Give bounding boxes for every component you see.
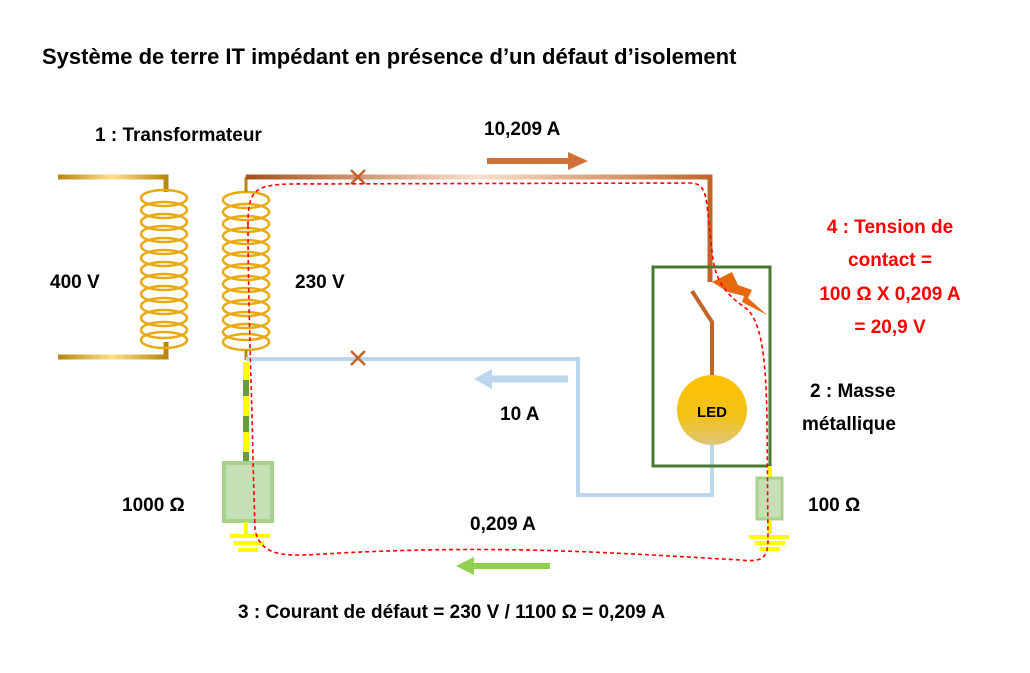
mass-label-line2: métallique	[802, 414, 896, 435]
metal-enclosure	[651, 265, 772, 468]
fault-current-label: 0,209 A	[470, 514, 536, 535]
secondary-voltage-label: 230 V	[295, 272, 345, 293]
fault-current-path	[247, 182, 769, 562]
neutral-wire	[246, 357, 714, 497]
led-lamp	[677, 375, 747, 445]
mass-resistor	[755, 476, 784, 521]
led-label: LED	[697, 404, 727, 421]
lightning-fault-icon	[712, 272, 767, 315]
earth-ground-icon	[230, 522, 270, 552]
neutral-break-icon	[350, 350, 366, 366]
contact-voltage-line4: = 20,9 V	[854, 317, 926, 338]
mass-ground-icon	[749, 520, 789, 551]
mass-earth-lead	[768, 466, 772, 478]
transformer-primary	[58, 174, 189, 360]
transformer-secondary	[221, 177, 271, 360]
contact-voltage-line1: 4 : Tension de	[827, 217, 953, 238]
phase-wire	[246, 174, 713, 282]
arrow-head	[474, 369, 492, 389]
neutral-current-label: 10 A	[500, 404, 540, 425]
phase-current-label: 10,209 A	[484, 119, 561, 140]
diagram-title: Système de terre IT impédant en présence…	[42, 44, 737, 69]
mass-resistance-label: 100 Ω	[808, 495, 860, 516]
arrow-head	[568, 152, 588, 170]
arrow-head	[456, 557, 474, 575]
mass-label-line1: 2 : Masse	[810, 381, 896, 402]
transformer-label: 1 : Transformateur	[95, 125, 262, 146]
contact-voltage-line3: 100 Ω X 0,209 A	[819, 284, 961, 305]
neutral-resistor	[222, 461, 274, 523]
contact-voltage-line2: contact =	[848, 250, 932, 271]
primary-voltage-label: 400 V	[50, 272, 100, 293]
phase-break-icon	[350, 169, 366, 185]
neutral-resistance-label: 1000 Ω	[122, 495, 185, 516]
switch	[690, 289, 714, 375]
earth-lead	[243, 362, 249, 462]
fault-current-formula: 3 : Courant de défaut = 230 V / 1100 Ω =…	[238, 602, 665, 623]
